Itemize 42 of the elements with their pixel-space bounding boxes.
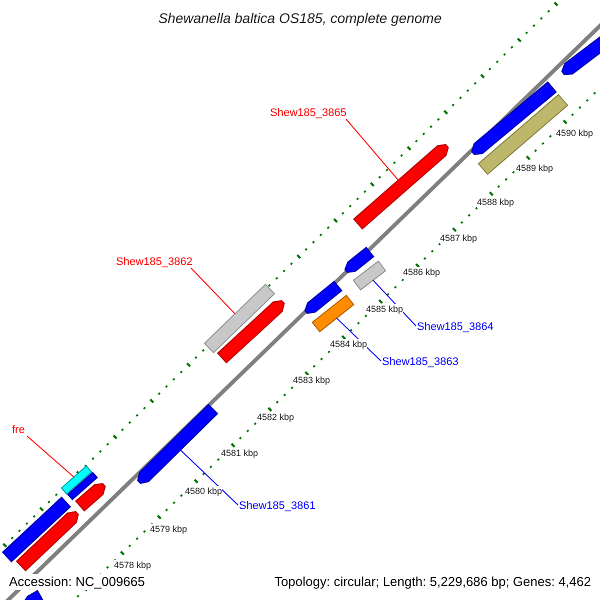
gene-bar	[312, 294, 354, 332]
scale-label: 4590 kbp	[556, 128, 594, 139]
scale-label: 4589 kbp	[516, 163, 554, 174]
title: Shewanella baltica OS185, complete genome	[157, 10, 443, 27]
gene-label: Shew185_3862	[116, 256, 192, 270]
gene-block	[304, 280, 342, 314]
gene-block	[471, 81, 557, 156]
gene-bar	[2, 496, 72, 562]
scale-label: 4584 kbp	[330, 339, 368, 350]
gene-block	[137, 404, 218, 484]
gene-label: Shew185_3865	[270, 107, 346, 120]
gene-block	[561, 36, 600, 76]
footer-text: Topology: circular; Length: 5,229,686 bp; Genes: 4,462	[274, 574, 591, 590]
gene-label: Shew185_3863	[382, 356, 458, 370]
leader-line	[372, 280, 416, 326]
scale-label: 4582 kbp	[257, 412, 294, 423]
gene-bar	[60, 465, 92, 495]
gene-bar	[352, 260, 386, 290]
scale-label: 4578 kbp	[114, 560, 152, 571]
leader-line	[190, 268, 236, 314]
scale-label: 4579 kbp	[150, 524, 188, 535]
gene-block	[353, 144, 449, 230]
scale-label: 4581 kbp	[221, 448, 258, 459]
gene-bar	[204, 284, 276, 354]
footer-text: Accession: NC_009665	[9, 574, 145, 590]
scale-label: 4587 kbp	[440, 233, 478, 244]
gene-label: Shew185_3861	[239, 500, 316, 514]
gene-block	[75, 482, 106, 512]
gene-bar	[67, 472, 98, 500]
scale-label: 4585 kbp	[366, 304, 404, 315]
gene-block	[16, 511, 79, 572]
gene-label: Shew185_3864	[417, 321, 494, 334]
scale-label: 4586 kbp	[403, 267, 440, 278]
leader-line	[180, 450, 238, 506]
gene-label: fre	[12, 424, 25, 438]
gene-block	[344, 246, 374, 273]
scale-label: 4580 kbp	[185, 486, 222, 497]
scale-label: 4583 kbp	[293, 375, 330, 386]
gene-block	[216, 300, 285, 364]
scale-label: 4588 kbp	[477, 197, 514, 208]
leader-line	[26, 436, 74, 478]
leader-line	[346, 118, 399, 181]
